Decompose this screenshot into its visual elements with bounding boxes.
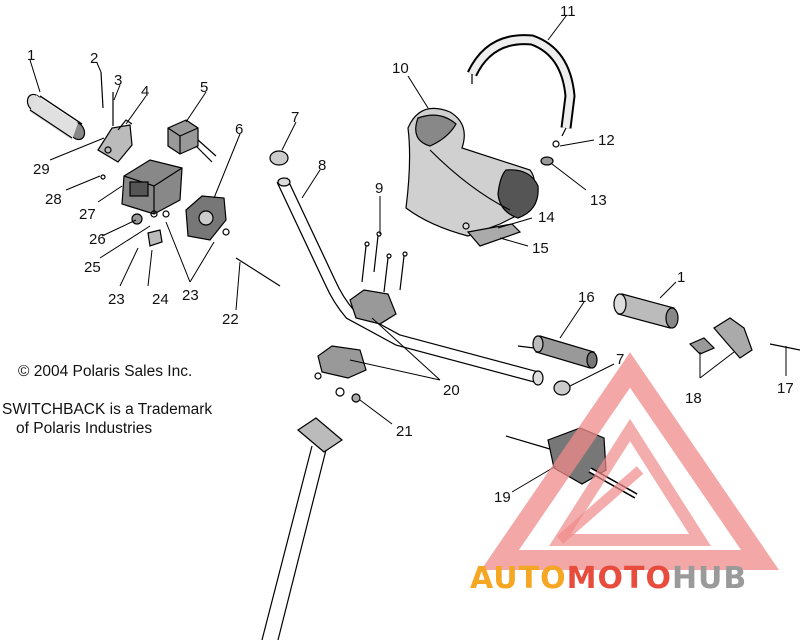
callout-1b: 1 <box>677 269 685 286</box>
callout-23a: 23 <box>182 287 199 304</box>
callout-29: 29 <box>33 161 50 178</box>
callout-2: 2 <box>90 50 98 67</box>
callout-15: 15 <box>532 240 549 257</box>
clamp-upper <box>349 289 397 325</box>
callout-25: 25 <box>84 259 101 276</box>
callout-3: 3 <box>114 72 122 89</box>
end-plug-lower <box>553 380 571 396</box>
bracket-15 <box>466 223 522 247</box>
nut-26 <box>131 213 143 225</box>
callout-1: 1 <box>27 47 35 64</box>
callout-24: 24 <box>152 291 169 308</box>
watermark-text: AUTOMOTOHUB <box>470 561 747 596</box>
screw-2 <box>100 71 104 109</box>
trademark-line-2: of Polaris Industries <box>16 420 153 437</box>
throttle-housing <box>121 159 183 215</box>
callout-10: 10 <box>392 60 409 77</box>
callout-19: 19 <box>494 489 511 506</box>
switch-5 <box>167 119 217 163</box>
bracket <box>97 124 133 163</box>
part-24 <box>147 229 163 247</box>
callout-13: 13 <box>590 192 607 209</box>
callout-21: 21 <box>396 423 413 440</box>
clamp-lower <box>317 345 367 379</box>
grip-heater-16 <box>517 335 598 369</box>
housing-cover-6 <box>185 195 227 241</box>
right-grip <box>613 293 679 329</box>
callout-17: 17 <box>777 380 794 397</box>
pin-22 <box>235 257 281 287</box>
hood-pod-10 <box>405 107 539 237</box>
watermark-logo <box>481 352 779 570</box>
callout-7b: 7 <box>616 351 624 368</box>
lever-part-a <box>688 337 716 355</box>
callout-16: 16 <box>578 289 595 306</box>
callout-8: 8 <box>318 157 326 174</box>
callout-26: 26 <box>89 231 106 248</box>
watermark-auto: AUTO <box>470 561 567 596</box>
callout-4: 4 <box>141 83 149 100</box>
left-grip <box>26 93 86 141</box>
callout-18: 18 <box>685 390 702 407</box>
steering-post <box>261 417 343 640</box>
callout-20: 20 <box>443 382 460 399</box>
callout-14: 14 <box>538 209 555 226</box>
pin-17 <box>769 343 800 351</box>
callout-11: 11 <box>560 3 576 20</box>
strap-11 <box>467 34 576 137</box>
end-plug-top <box>269 150 289 166</box>
lever-part-b <box>713 317 753 359</box>
leader-lines <box>29 15 787 493</box>
copyright-text: © 2004 Polaris Sales Inc. <box>18 363 193 380</box>
bolts-9 <box>361 231 408 293</box>
callout-7: 7 <box>291 109 299 126</box>
callout-9: 9 <box>375 180 383 197</box>
callout-labels: 1 2 3 4 5 6 7 8 9 10 11 12 13 14 15 16 1… <box>27 3 794 506</box>
callout-28: 28 <box>45 191 62 208</box>
watermark-hub: HUB <box>672 561 747 596</box>
callout-23b: 23 <box>108 291 125 308</box>
callout-22: 22 <box>222 311 239 328</box>
callout-5: 5 <box>200 79 208 96</box>
watermark-moto: MOTO <box>567 561 672 596</box>
callout-27: 27 <box>79 206 96 223</box>
trademark-line-1: SWITCHBACK is a Trademark <box>2 401 213 418</box>
handlebar <box>276 177 544 386</box>
callout-12: 12 <box>598 132 615 149</box>
callout-6: 6 <box>235 121 243 138</box>
